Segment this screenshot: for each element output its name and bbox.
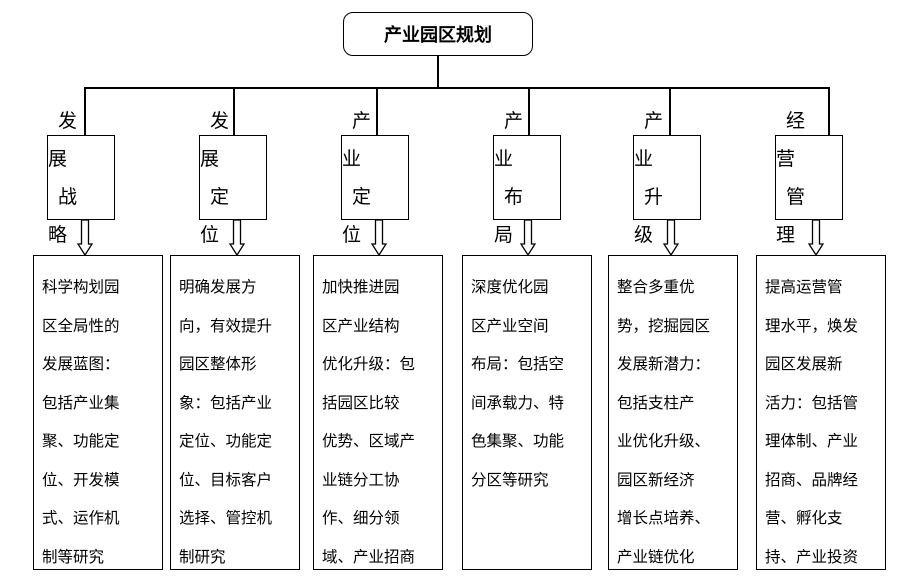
down-arrow-icon	[808, 220, 824, 256]
branch-drop-4	[528, 87, 530, 135]
category-line: 产业	[494, 109, 534, 170]
detail-line: 位、开发模	[42, 470, 120, 489]
category-line: 发展	[48, 109, 88, 170]
detail-line: 园区发展新	[765, 355, 843, 373]
detail-box-operations: 提高运营管 理水平，焕发 园区发展新 活力：包括管 理体制、产业 招商、品牌经 …	[756, 255, 886, 570]
detail-line: 持、产业投资	[765, 547, 859, 566]
category-line: 发展	[200, 109, 240, 170]
detail-line: 色集聚、功能	[471, 432, 565, 450]
detail-line: 活力：包括管	[765, 393, 859, 412]
category-line: 产业	[342, 109, 382, 170]
down-arrow-icon	[371, 220, 387, 256]
detail-line: 园区新经济	[617, 470, 695, 489]
category-box-operations: 经营 管理	[775, 110, 843, 246]
detail-line: 区全局性的	[42, 316, 120, 335]
detail-box-industry-positioning: 加快推进园 区产业结构 优化升级：包 括园区比较 优势、区域产 业链分工协 作、…	[313, 255, 443, 570]
detail-line: 分区等研究	[471, 470, 549, 489]
branch-drop-2	[233, 87, 235, 135]
detail-line: 园区整体形	[179, 355, 257, 373]
detail-line: 定位、功能定	[179, 432, 273, 450]
detail-line: 式、运作机	[42, 509, 120, 527]
detail-line: 域、产业招商	[322, 547, 416, 566]
detail-line: 位、目标客户	[179, 470, 273, 489]
category-line: 经营	[776, 109, 816, 170]
branch-drop-5	[669, 87, 671, 135]
detail-box-industry-layout: 深度优化园 区产业空间 布局：包括空 间承载力、特 色集聚、功能 分区等研究	[462, 255, 592, 570]
detail-line: 优势、区域产	[322, 432, 416, 450]
detail-line: 发展新潜力：	[617, 355, 711, 373]
down-arrow-icon	[77, 220, 93, 256]
detail-line: 增长点培养、	[617, 509, 711, 527]
root-node: 产业园区规划	[343, 12, 533, 56]
detail-line: 科学构划园	[42, 278, 120, 296]
detail-line: 发展蓝图：	[42, 355, 120, 373]
detail-line: 包括支柱产	[617, 393, 695, 412]
detail-line: 象：包括产业	[179, 393, 273, 412]
detail-line: 加快推进园	[322, 278, 400, 296]
detail-line: 势，挖掘园区	[617, 316, 711, 335]
detail-line: 向，有效提升	[179, 316, 273, 335]
branch-drop-3	[376, 87, 378, 135]
category-line: 升级	[634, 185, 674, 246]
down-arrow-icon	[229, 220, 245, 256]
root-stem	[437, 56, 439, 88]
detail-line: 业优化升级、	[617, 432, 711, 450]
detail-line: 制等研究	[42, 547, 105, 566]
detail-line: 业链分工协	[322, 470, 400, 489]
category-box-industry-positioning: 产业 定位	[341, 110, 409, 246]
category-line: 定位	[342, 185, 382, 246]
root-label: 产业园区规划	[384, 25, 492, 46]
detail-line: 明确发展方	[179, 278, 257, 296]
detail-line: 制研究	[179, 547, 226, 566]
detail-line: 优化升级：包	[322, 355, 416, 373]
category-box-strategy: 发展 战略	[47, 110, 115, 246]
branch-drop-1	[84, 87, 86, 135]
detail-line: 提高运营管	[765, 278, 843, 296]
detail-line: 聚、功能定	[42, 432, 120, 450]
detail-box-industry-upgrade: 整合多重优 势，挖掘园区 发展新潜力： 包括支柱产 业优化升级、 园区新经济 增…	[608, 255, 738, 570]
detail-line: 布局：包括空	[471, 355, 565, 373]
detail-line: 理水平，焕发	[765, 316, 859, 335]
branch-bar	[84, 87, 829, 89]
detail-line: 区产业结构	[322, 316, 400, 335]
down-arrow-icon	[520, 220, 536, 256]
detail-line: 间承载力、特	[471, 393, 565, 412]
detail-box-positioning: 明确发展方 向，有效提升 园区整体形 象：包括产业 定位、功能定 位、目标客户 …	[170, 255, 300, 570]
category-line: 定位	[200, 185, 240, 246]
category-line: 管理	[776, 185, 816, 246]
category-box-industry-layout: 产业 布局	[493, 110, 561, 246]
detail-line: 营、孵化支	[765, 509, 843, 527]
category-line: 产业	[634, 109, 674, 170]
detail-line: 理体制、产业	[765, 432, 859, 450]
detail-line: 区产业空间	[471, 316, 549, 335]
category-line: 战略	[48, 185, 88, 246]
detail-line: 作、细分领	[322, 509, 400, 527]
detail-line: 整合多重优	[617, 278, 695, 296]
detail-line: 选择、管控机	[179, 509, 273, 527]
detail-line: 深度优化园	[471, 278, 549, 296]
branch-drop-6	[828, 87, 830, 135]
detail-line: 括园区比较	[322, 393, 400, 412]
category-box-positioning: 发展 定位	[199, 110, 267, 246]
down-arrow-icon	[663, 220, 679, 256]
detail-line: 产业链优化	[617, 547, 695, 566]
category-box-industry-upgrade: 产业 升级	[633, 110, 701, 246]
detail-line: 招商、品牌经	[765, 470, 859, 489]
detail-box-strategy: 科学构划园 区全局性的 发展蓝图： 包括产业集 聚、功能定 位、开发模 式、运作…	[33, 255, 163, 570]
category-line: 布局	[494, 185, 534, 246]
detail-line: 包括产业集	[42, 393, 120, 412]
